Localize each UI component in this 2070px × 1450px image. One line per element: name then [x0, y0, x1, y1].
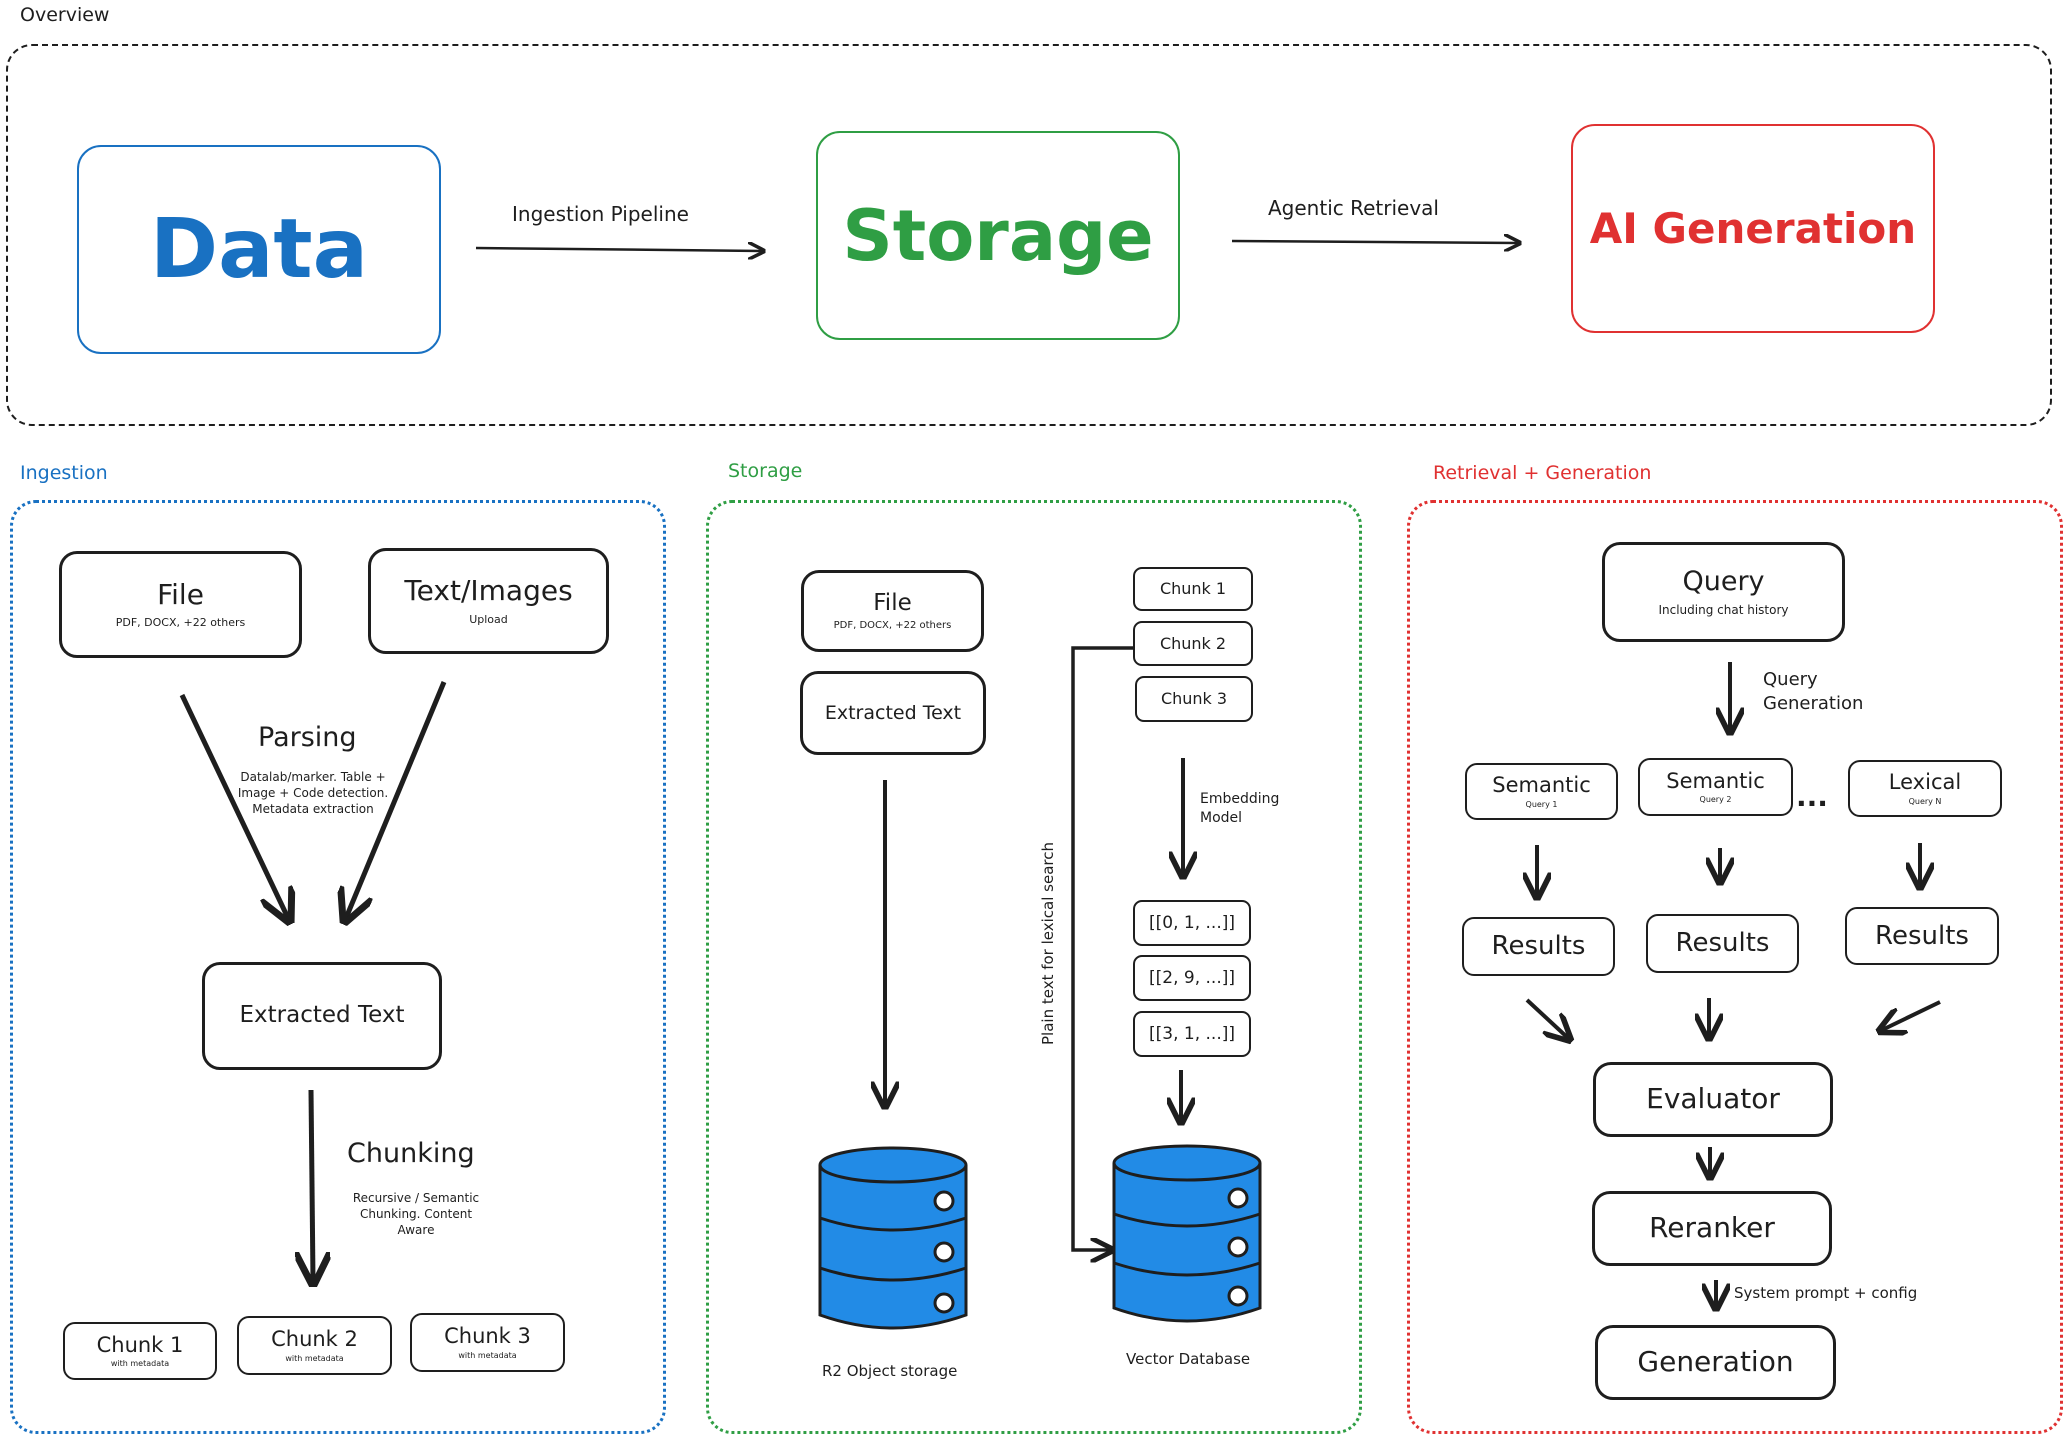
- ingestion-chunk-1-title: Chunk 1: [96, 1332, 184, 1357]
- semantic-query-1-title: Semantic: [1492, 773, 1591, 798]
- ingestion-extracted-text-node: Extracted Text: [202, 962, 442, 1070]
- ingestion-chunk-3-title: Chunk 3: [444, 1324, 531, 1349]
- ingestion-chunk-1-sub: with metadata: [110, 1359, 170, 1369]
- ingestion-chunk-3: Chunk 3 with metadata: [410, 1313, 565, 1372]
- data-box: Data: [77, 145, 441, 354]
- lexical-query-sub: Query N: [1908, 796, 1942, 806]
- ingestion-file-sub: PDF, DOCX, +22 others: [115, 616, 246, 630]
- vector-1-label: [[0, 1, ...]]: [1149, 912, 1235, 933]
- r2-object-storage-label: R2 Object storage: [822, 1362, 958, 1380]
- ingestion-frame: [10, 500, 666, 1434]
- results-2-node: Results: [1646, 914, 1799, 973]
- generation-label: Generation: [1637, 1345, 1794, 1379]
- vector-1: [[0, 1, ...]]: [1133, 900, 1251, 946]
- ingestion-pipeline-arrow: [475, 248, 762, 251]
- query-title: Query: [1682, 566, 1765, 598]
- lexical-query-node: Lexical Query N: [1848, 760, 2002, 817]
- file-to-extracted-arrow: [179, 693, 288, 918]
- chunking-desc: Recursive / Semantic Chunking. Content A…: [352, 1191, 480, 1238]
- embedding-model-label: Embedding Model: [1200, 791, 1280, 826]
- ai-generation-box: AI Generation: [1571, 124, 1935, 333]
- evaluator-label: Evaluator: [1646, 1082, 1780, 1116]
- query-node: Query Including chat history: [1602, 542, 1845, 642]
- storage-chunk-2: Chunk 2: [1133, 621, 1253, 666]
- vector-3: [[3, 1, ...]]: [1133, 1011, 1251, 1057]
- ingestion-chunk-2-title: Chunk 2: [271, 1327, 358, 1352]
- retrieval-label: Retrieval + Generation: [1433, 462, 1652, 484]
- semantic-query-2-node: Semantic Query 2: [1638, 758, 1793, 816]
- chunking-title: Chunking: [347, 1138, 475, 1169]
- storage-chunk-3: Chunk 3: [1135, 676, 1253, 722]
- query-ellipsis: ...: [1796, 780, 1828, 813]
- system-prompt-label: System prompt + config: [1734, 1284, 1918, 1302]
- storage-chunk-1-label: Chunk 1: [1159, 579, 1227, 599]
- semantic-query-1-node: Semantic Query 1: [1465, 763, 1618, 820]
- ingestion-pipeline-label: Ingestion Pipeline: [512, 202, 689, 226]
- retrieval-frame: [1407, 500, 2063, 1434]
- storage-file-title: File: [873, 589, 912, 616]
- ingestion-file-title: File: [157, 577, 204, 611]
- vector-database-label: Vector Database: [1126, 1350, 1251, 1368]
- semantic-query-2-title: Semantic: [1666, 768, 1765, 793]
- text-images-to-extracted-arrow: [346, 681, 447, 918]
- semantic-query-1-sub: Query 1: [1525, 799, 1558, 809]
- vector-2-label: [[2, 9, ...]]: [1149, 967, 1235, 988]
- storage-frame: [706, 500, 1362, 1434]
- ingestion-extracted-text-label: Extracted Text: [239, 1002, 405, 1029]
- ai-generation-title: AI Generation: [1589, 204, 1917, 253]
- text-images-sub: Upload: [469, 612, 508, 626]
- storage-file-node: File PDF, DOCX, +22 others: [801, 570, 984, 652]
- evaluator-node: Evaluator: [1593, 1062, 1833, 1137]
- results1-to-evaluator-arrow: [1525, 998, 1568, 1038]
- ingestion-chunk-2-sub: with metadata: [285, 1353, 344, 1363]
- semantic-query-2-sub: Query 2: [1699, 795, 1732, 805]
- storage-box: Storage: [816, 131, 1180, 340]
- overview-frame: [6, 44, 2052, 426]
- text-images-title: Text/Images: [404, 574, 573, 608]
- storage-file-sub: PDF, DOCX, +22 others: [833, 620, 952, 632]
- storage-label: Storage: [728, 460, 803, 482]
- vector-2: [[2, 9, ...]]: [1133, 955, 1251, 1001]
- storage-extracted-text-label: Extracted Text: [824, 701, 962, 724]
- storage-title: Storage: [842, 194, 1154, 277]
- query-generation-label: Query Generation: [1763, 669, 1864, 715]
- results-3-label: Results: [1875, 920, 1969, 951]
- results-1-label: Results: [1491, 931, 1586, 962]
- plain-text-lexical-label: Plain text for lexical search: [1039, 842, 1057, 1045]
- lexical-path-line: [1071, 646, 1133, 1250]
- storage-chunk-3-label: Chunk 3: [1160, 689, 1228, 709]
- parsing-desc: Datalab/marker. Table + Image + Code det…: [237, 770, 389, 817]
- text-images-node: Text/Images Upload: [368, 548, 609, 654]
- storage-chunk-2-label: Chunk 2: [1159, 633, 1227, 653]
- reranker-node: Reranker: [1592, 1191, 1832, 1266]
- lexical-query-title: Lexical: [1888, 770, 1962, 795]
- ingestion-chunk-1: Chunk 1 with metadata: [63, 1322, 217, 1380]
- agentic-retrieval-label: Agentic Retrieval: [1268, 196, 1439, 220]
- results3-to-evaluator-arrow: [1882, 1000, 1941, 1030]
- storage-extracted-text-node: Extracted Text: [800, 671, 986, 755]
- results-2-label: Results: [1675, 928, 1770, 959]
- parsing-title: Parsing: [258, 722, 357, 753]
- reranker-label: Reranker: [1649, 1211, 1775, 1245]
- ingestion-label: Ingestion: [20, 462, 108, 484]
- ingestion-chunk-3-sub: with metadata: [458, 1350, 517, 1360]
- query-sub: Including chat history: [1658, 602, 1789, 617]
- vector-3-label: [[3, 1, ...]]: [1149, 1023, 1235, 1044]
- results-3-node: Results: [1845, 907, 1999, 965]
- agentic-retrieval-arrow: [1231, 241, 1518, 243]
- results-1-node: Results: [1462, 917, 1615, 976]
- storage-chunk-1: Chunk 1: [1133, 567, 1253, 611]
- r2-database-icon: [818, 1146, 968, 1330]
- ingestion-chunk-2: Chunk 2 with metadata: [237, 1316, 392, 1375]
- data-title: Data: [150, 202, 368, 297]
- vector-database-icon: [1112, 1144, 1262, 1323]
- overview-label: Overview: [20, 4, 110, 26]
- generation-node: Generation: [1595, 1325, 1836, 1400]
- ingestion-file-node: File PDF, DOCX, +22 others: [59, 551, 302, 658]
- extracted-to-chunks-arrow: [311, 1089, 313, 1280]
